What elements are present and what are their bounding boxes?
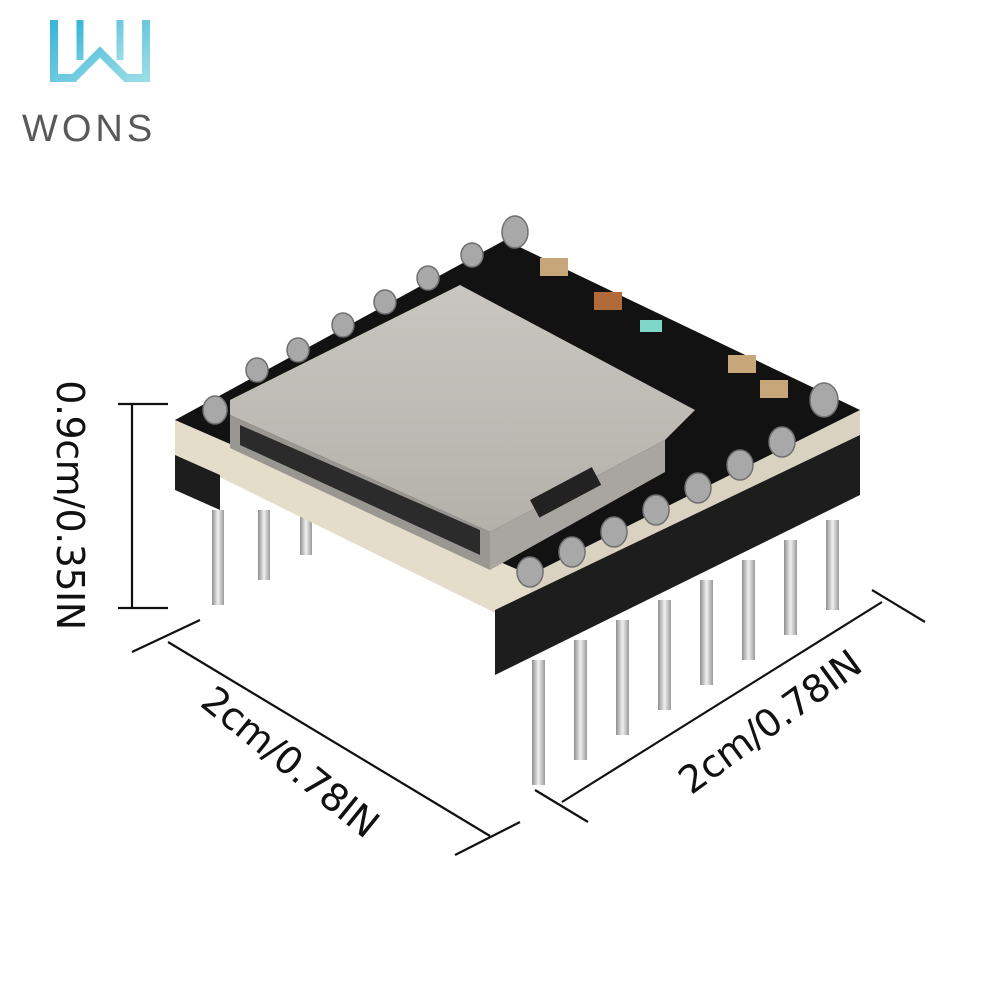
mp3-module-board-icon [175,215,860,785]
height-dimension-label: 0.9cm/0.35IN [48,380,92,630]
brand-name: WONS [22,108,157,150]
wons-w-logo-icon [50,20,150,82]
